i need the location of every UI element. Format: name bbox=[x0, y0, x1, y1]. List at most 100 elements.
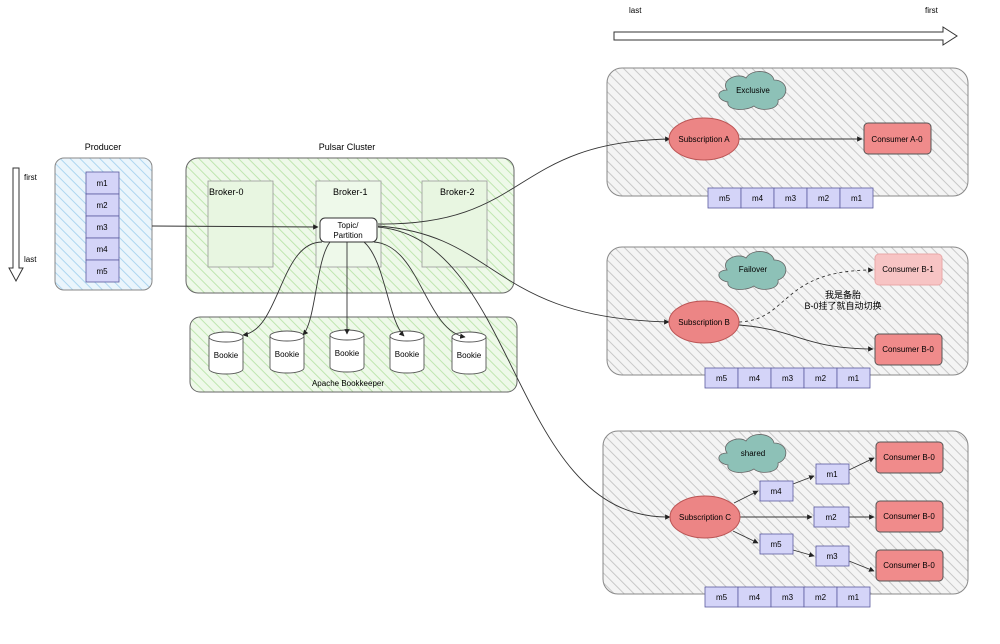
topic-to-subscription-c-arrow bbox=[377, 226, 671, 520]
shared-subscription: shared Subscription C m4 m1 m2 m5 m3 Con… bbox=[669, 434, 944, 608]
failover-message-queue: m5 m4 m3 m2 m1 bbox=[704, 367, 871, 389]
topic-label-line1: Topic/ bbox=[338, 221, 360, 230]
shared-consumer-3-node bbox=[875, 549, 944, 582]
topic-to-bookie-1-arrow bbox=[242, 241, 323, 338]
broker-1-label: Broker-1 bbox=[333, 187, 368, 197]
connectors bbox=[151, 136, 875, 572]
bookie-5: Bookie bbox=[451, 331, 487, 375]
shared-queue-msg-m1 bbox=[836, 586, 871, 608]
producer-order-last-label: last bbox=[24, 255, 37, 264]
bookkeeper-title: Apache Bookkeeper bbox=[312, 379, 384, 388]
producer-title: Producer bbox=[85, 142, 122, 152]
bookie-4-body bbox=[389, 335, 425, 374]
order-arrow-last-label: last bbox=[629, 6, 642, 15]
subscription-b-to-active-arrow bbox=[738, 324, 874, 352]
failover-queue-msg-m5-label: m5 bbox=[716, 374, 728, 383]
producer-msg-m2-label: m2 bbox=[96, 201, 108, 210]
exclusive-queue-msg-m1-label: m1 bbox=[851, 194, 863, 203]
shared-queue-msg-m4-label: m4 bbox=[749, 593, 761, 602]
producer-msg-m5 bbox=[85, 259, 120, 283]
dispatch-m2 bbox=[813, 506, 850, 528]
m3-to-consumer-3-arrow bbox=[848, 560, 875, 572]
producer-order-arrow: first last bbox=[8, 167, 38, 283]
shared-queue-msg-m3-label: m3 bbox=[782, 593, 794, 602]
producer-order-first-label: first bbox=[24, 173, 38, 182]
subscription-c-label: Subscription C bbox=[679, 513, 731, 522]
topic-to-bookie-4-arrow bbox=[363, 241, 405, 337]
bookie-1-body bbox=[208, 336, 244, 375]
producer-msg-m1-label: m1 bbox=[96, 179, 108, 188]
exclusive-type-label: Exclusive bbox=[736, 86, 770, 95]
bookie-2-body bbox=[269, 335, 305, 374]
order-arrow-first-label: first bbox=[925, 6, 939, 15]
failover-note-line2: B-0挂了就自动切换 bbox=[804, 300, 881, 311]
exclusive-queue-msg-m1 bbox=[839, 187, 874, 209]
topic-to-subscription-a-arrow bbox=[377, 136, 671, 225]
dispatch-m4-label: m4 bbox=[770, 487, 782, 496]
failover-queue-msg-m4-label: m4 bbox=[749, 374, 761, 383]
topic-label-line2: Partition bbox=[333, 231, 362, 240]
bookie-4-label: Bookie bbox=[395, 350, 420, 359]
bookie-5-top bbox=[451, 331, 487, 343]
m5-to-m3-arrow bbox=[792, 549, 815, 558]
shared-queue-msg-m1-label: m1 bbox=[848, 593, 860, 602]
bookie-4-top bbox=[389, 330, 425, 342]
shared-queue-msg-m2-label: m2 bbox=[815, 593, 827, 602]
broker-0-label: Broker-0 bbox=[209, 187, 244, 197]
bookie-group: Bookie Bookie Bookie Bookie Bookie bbox=[208, 329, 487, 375]
bookie-1-label: Bookie bbox=[214, 351, 239, 360]
shared-consumer-2-node bbox=[875, 500, 944, 533]
shared-consumer-1-label: Consumer B-0 bbox=[883, 453, 935, 462]
failover-queue-msg-m1-label: m1 bbox=[848, 374, 860, 383]
subscription-c-node bbox=[669, 495, 741, 539]
bookie-2: Bookie bbox=[269, 330, 305, 374]
producer-order-arrow-shape bbox=[8, 167, 24, 283]
failover-queue-msg-m1 bbox=[836, 367, 871, 389]
shared-type-label: shared bbox=[741, 449, 765, 458]
exclusive-subscription: Exclusive Subscription A Consumer A-0 m5… bbox=[668, 71, 932, 209]
shared-queue-msg-m5-label: m5 bbox=[716, 593, 728, 602]
m1-to-consumer-1-arrow bbox=[848, 457, 875, 471]
dispatch-m3 bbox=[815, 545, 850, 567]
failover-cloud-shape bbox=[718, 251, 787, 290]
producer-to-topic-arrow bbox=[151, 224, 319, 230]
shared-consumer-1-node bbox=[875, 441, 944, 474]
m4-to-m1-arrow bbox=[792, 475, 815, 485]
exclusive-queue-msg-m5-label: m5 bbox=[719, 194, 731, 203]
broker-2-box bbox=[421, 180, 488, 268]
bookie-3-body bbox=[329, 334, 365, 373]
topic-to-subscription-b-arrow bbox=[377, 225, 670, 325]
dispatch-m5-label: m5 bbox=[770, 540, 782, 549]
failover-queue-msg-m3-label: m3 bbox=[782, 374, 794, 383]
message-order-arrow: last first bbox=[613, 6, 958, 46]
exclusive-queue-msg-m3-label: m3 bbox=[785, 194, 797, 203]
failover-type-label: Failover bbox=[739, 265, 768, 274]
dispatch-m1 bbox=[815, 463, 850, 485]
subscription-c-to-m5-arrow bbox=[732, 530, 759, 544]
bookie-2-label: Bookie bbox=[275, 350, 300, 359]
consumer-b-1-standby-node bbox=[874, 253, 943, 286]
subscription-b-node bbox=[668, 300, 740, 344]
consumer-b-0-label: Consumer B-0 bbox=[882, 345, 934, 354]
subscription-a-node bbox=[668, 117, 740, 161]
bookie-3-label: Bookie bbox=[335, 349, 360, 358]
bookie-4: Bookie bbox=[389, 330, 425, 374]
subscription-b-label: Subscription B bbox=[678, 318, 730, 327]
topic-to-bookie-5-arrow bbox=[373, 241, 466, 339]
failover-queue-msg-m2-label: m2 bbox=[815, 374, 827, 383]
bookie-5-label: Bookie bbox=[457, 351, 482, 360]
bookkeeper: Bookie Bookie Bookie Bookie Bookie Apache Bo… bbox=[189, 316, 518, 393]
dispatch-m2-label: m2 bbox=[825, 513, 837, 522]
dispatch-m3-label: m3 bbox=[826, 552, 838, 561]
order-arrow-shape bbox=[613, 26, 958, 46]
pulsar-cluster: Pulsar Cluster Broker-0 Broker-1 Broker-… bbox=[185, 142, 515, 294]
dispatch-m4 bbox=[759, 480, 794, 502]
dispatch-m5 bbox=[759, 533, 794, 555]
bookie-2-top bbox=[269, 330, 305, 342]
broker-2-label: Broker-2 bbox=[440, 187, 475, 197]
consumer-b-0-active-node bbox=[874, 333, 943, 366]
shared-message-queue: m5 m4 m3 m2 m1 bbox=[704, 586, 871, 608]
bookie-1: Bookie bbox=[208, 331, 244, 375]
